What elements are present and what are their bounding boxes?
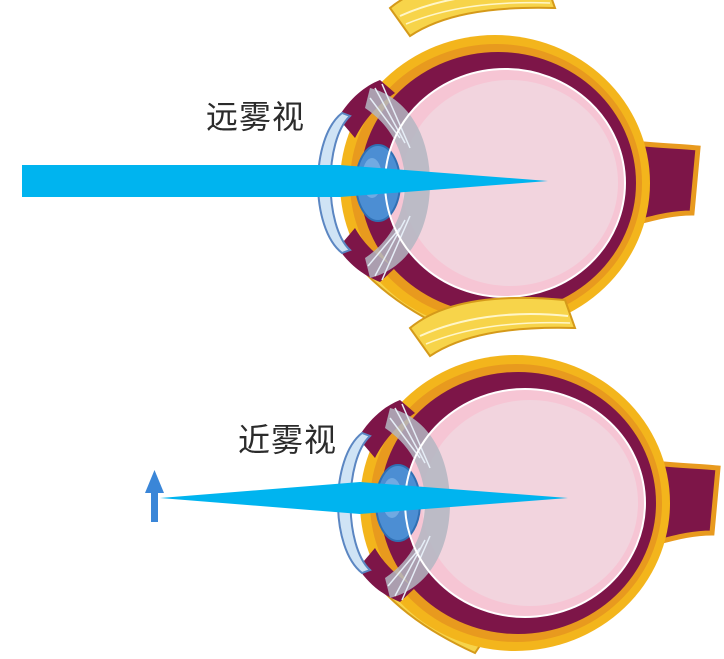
- light-ray-near: [160, 482, 568, 514]
- eye-icon: [318, 0, 698, 333]
- arrow-up-icon: [145, 470, 164, 522]
- eye-icon: [338, 298, 718, 653]
- label-far-fogging: 远雾视: [206, 98, 306, 136]
- light-ray-far: [22, 165, 548, 197]
- label-near-fogging: 近雾视: [238, 421, 338, 459]
